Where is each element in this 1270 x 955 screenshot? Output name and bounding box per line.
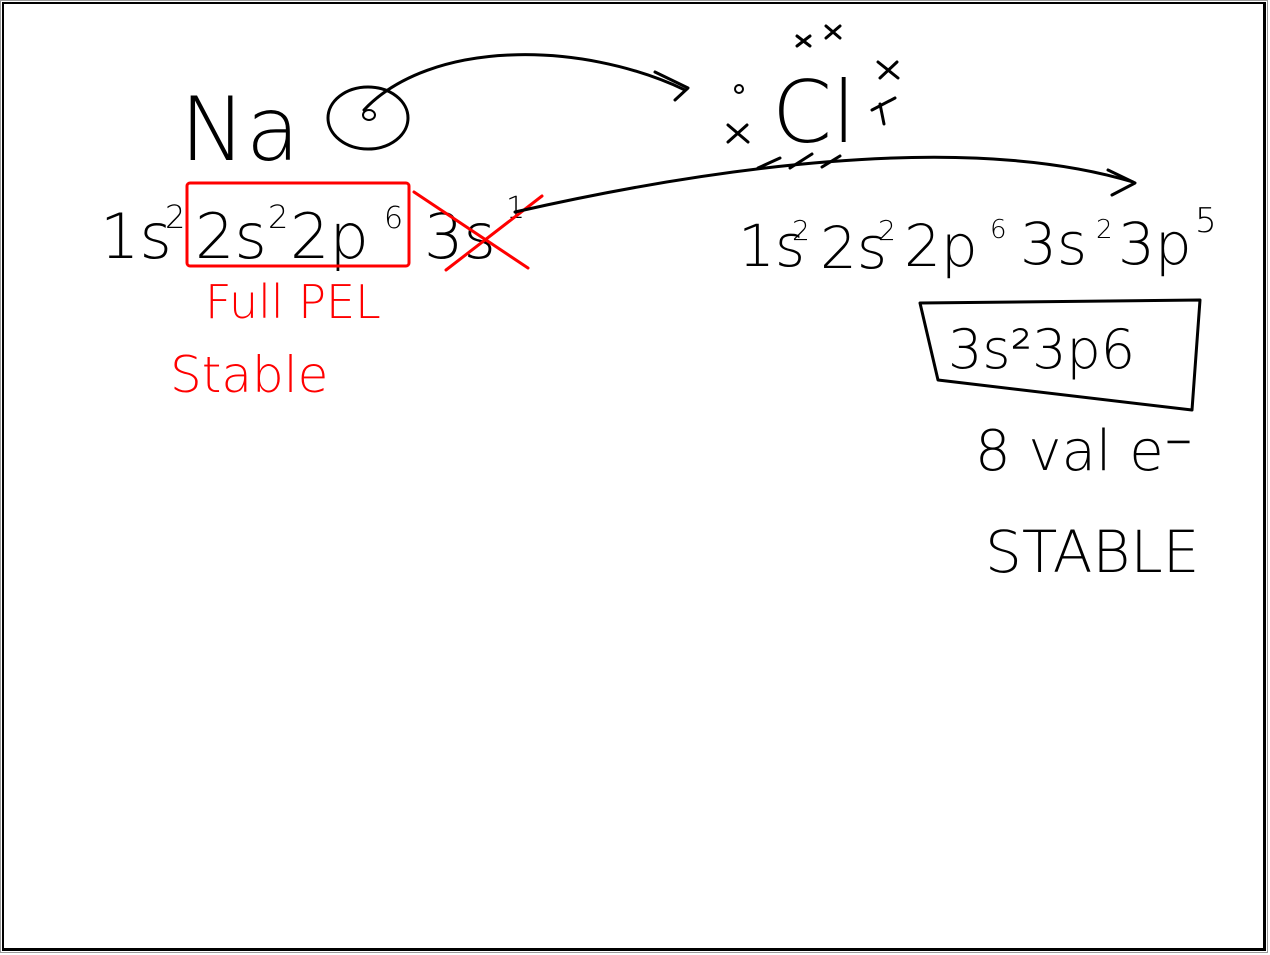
na-config-1s: 1s <box>100 200 172 273</box>
cl-config-2s-sup: 2 <box>878 214 896 247</box>
cl-config-1s: 1s <box>738 212 805 280</box>
na-3s-strike-1 <box>412 190 530 270</box>
cl-config-2p-sup: 6 <box>990 215 1007 245</box>
na-config-1s-sup: 2 <box>165 198 185 236</box>
cl-config-3s: 3s <box>1020 210 1087 278</box>
cl-note-stable: STABLE <box>985 518 1199 586</box>
transfer-arrow-long-head <box>1106 168 1137 197</box>
cl-valence-marks <box>726 24 900 170</box>
cl-note-valence: 8 val e⁻ <box>975 419 1193 484</box>
cl-transferred-electron <box>734 84 744 94</box>
transfer-arrow-top-head <box>653 70 690 102</box>
cl-config-3s-sup: 2 <box>1096 215 1113 245</box>
na-note-full-pel: Full PEL <box>205 275 381 329</box>
na-full-pel-box <box>185 181 411 268</box>
cl-octet-box <box>918 298 1202 412</box>
na-symbol: Na <box>180 78 300 181</box>
na-config-2p-sup: 6 <box>384 201 403 236</box>
cl-electron-config: 1s 2 2s 2 2p 6 3s 2 3p 5 <box>738 201 1217 282</box>
na-valence-circle <box>326 85 410 151</box>
transfer-arrow-top <box>362 53 687 112</box>
na-config-2s-sup: 2 <box>268 198 288 236</box>
na-config-2s: 2s <box>195 200 267 273</box>
na-valence-electron <box>362 109 376 121</box>
cl-octet-config: 3s²3p6 <box>948 318 1135 381</box>
na-config-3s: 3s <box>424 200 496 273</box>
cl-config-3p-sup: 5 <box>1195 201 1217 241</box>
cl-config-2s: 2s <box>820 214 887 282</box>
cl-config-1s-sup: 2 <box>792 214 810 247</box>
cl-config-3p: 3p <box>1118 210 1192 278</box>
cl-config-2p: 2p <box>904 212 978 280</box>
cl-symbol: Cl <box>772 63 856 163</box>
na-config-3s-sup: 1 <box>506 191 525 226</box>
na-config-2p: 2p <box>290 200 369 273</box>
na-note-stable: Stable <box>170 346 328 404</box>
na-electron-config: 1s 2 2s 2 2p 6 3s 1 <box>100 191 525 273</box>
